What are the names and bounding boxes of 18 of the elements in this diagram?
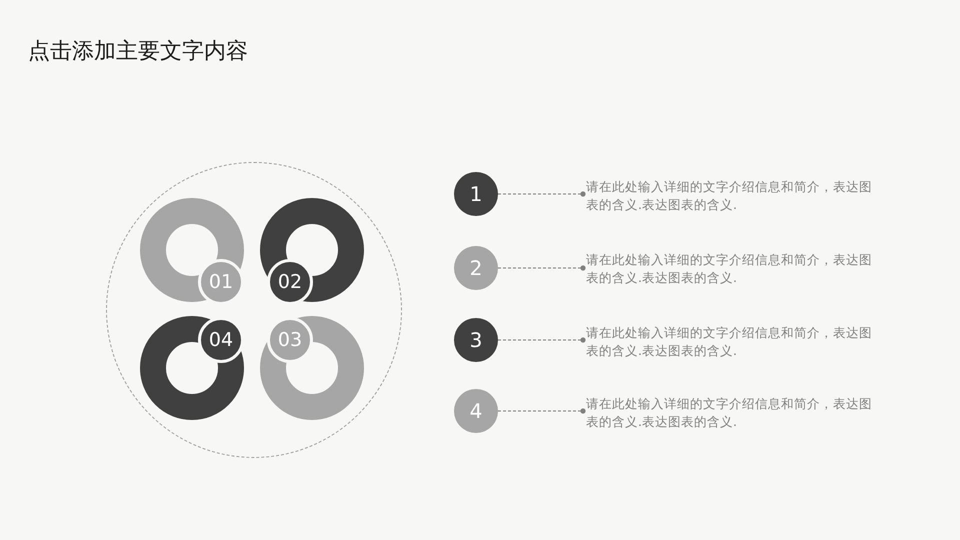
slide-title: 点击添加主要文字内容 xyxy=(28,38,248,66)
number-badge: 04 xyxy=(198,317,244,363)
number-circle: 3 xyxy=(454,318,498,362)
number-circle: 1 xyxy=(454,172,498,216)
description-text: 请在此处输入详细的文字介绍信息和简介，表达图表的含义.表达图表的含义. xyxy=(586,178,876,214)
dashed-connector xyxy=(498,337,586,343)
number-circle: 2 xyxy=(454,246,498,290)
number-badge: 03 xyxy=(267,317,313,363)
dashed-connector xyxy=(498,191,586,197)
description-text: 请在此处输入详细的文字介绍信息和简介，表达图表的含义.表达图表的含义. xyxy=(586,395,876,431)
number-circle: 4 xyxy=(454,389,498,433)
dashed-connector xyxy=(498,408,586,414)
number-badge: 02 xyxy=(267,259,313,305)
description-text: 请在此处输入详细的文字介绍信息和简介，表达图表的含义.表达图表的含义. xyxy=(586,251,876,287)
dashed-circle xyxy=(106,162,402,458)
description-text: 请在此处输入详细的文字介绍信息和简介，表达图表的含义.表达图表的含义. xyxy=(586,324,876,360)
number-badge: 01 xyxy=(198,259,244,305)
dashed-connector xyxy=(498,265,586,271)
